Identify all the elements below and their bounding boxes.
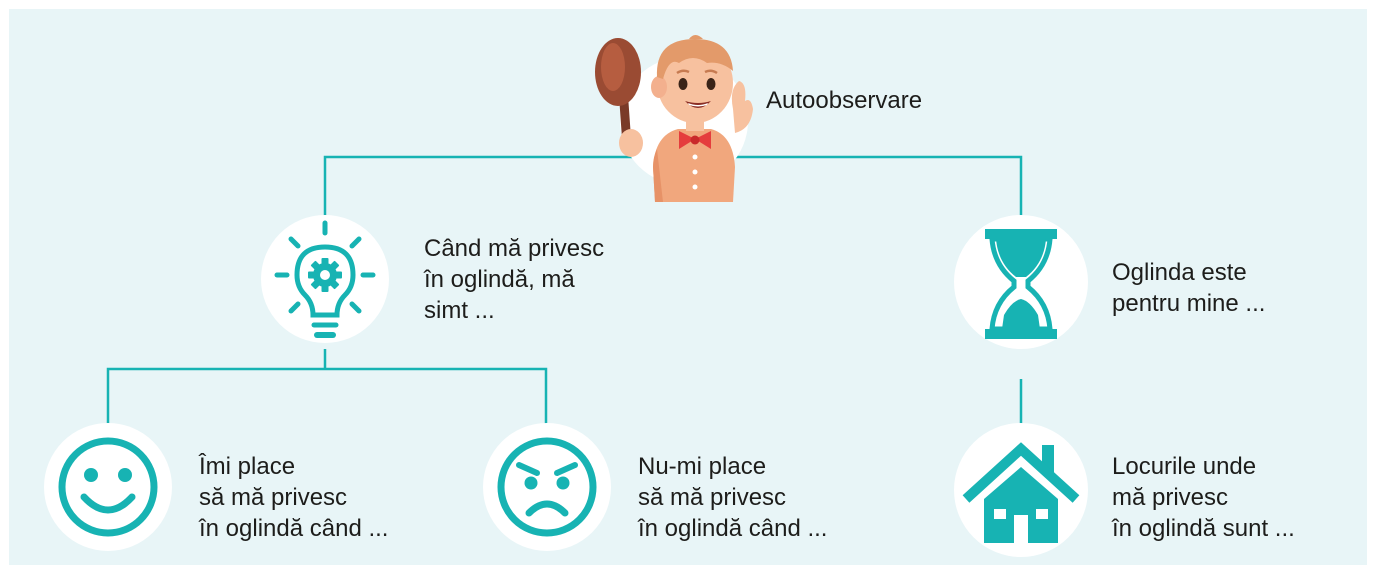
mind-map: Autoobservare Când mă prive [9, 9, 1367, 565]
hourglass-label: Oglinda este pentru mine ... [1112, 257, 1265, 319]
house-label: Locurile unde mă privesc în oglindă sunt… [1112, 451, 1295, 544]
smiley-face-icon [44, 423, 172, 551]
lightbulb-label: Când mă privesc în oglindă, mă simt ... [424, 233, 604, 326]
boy-with-mirror-illustration [583, 17, 773, 207]
house-icon [954, 423, 1088, 557]
angry-label: Nu-mi place să mă privesc în oglindă cân… [638, 451, 827, 544]
lightbulb-gear-icon [261, 215, 389, 355]
hourglass-icon [954, 215, 1088, 349]
angry-face-icon [483, 423, 611, 551]
smiley-label: Îmi place să mă privesc în oglindă când … [199, 451, 388, 544]
root-label: Autoobservare [766, 85, 922, 116]
